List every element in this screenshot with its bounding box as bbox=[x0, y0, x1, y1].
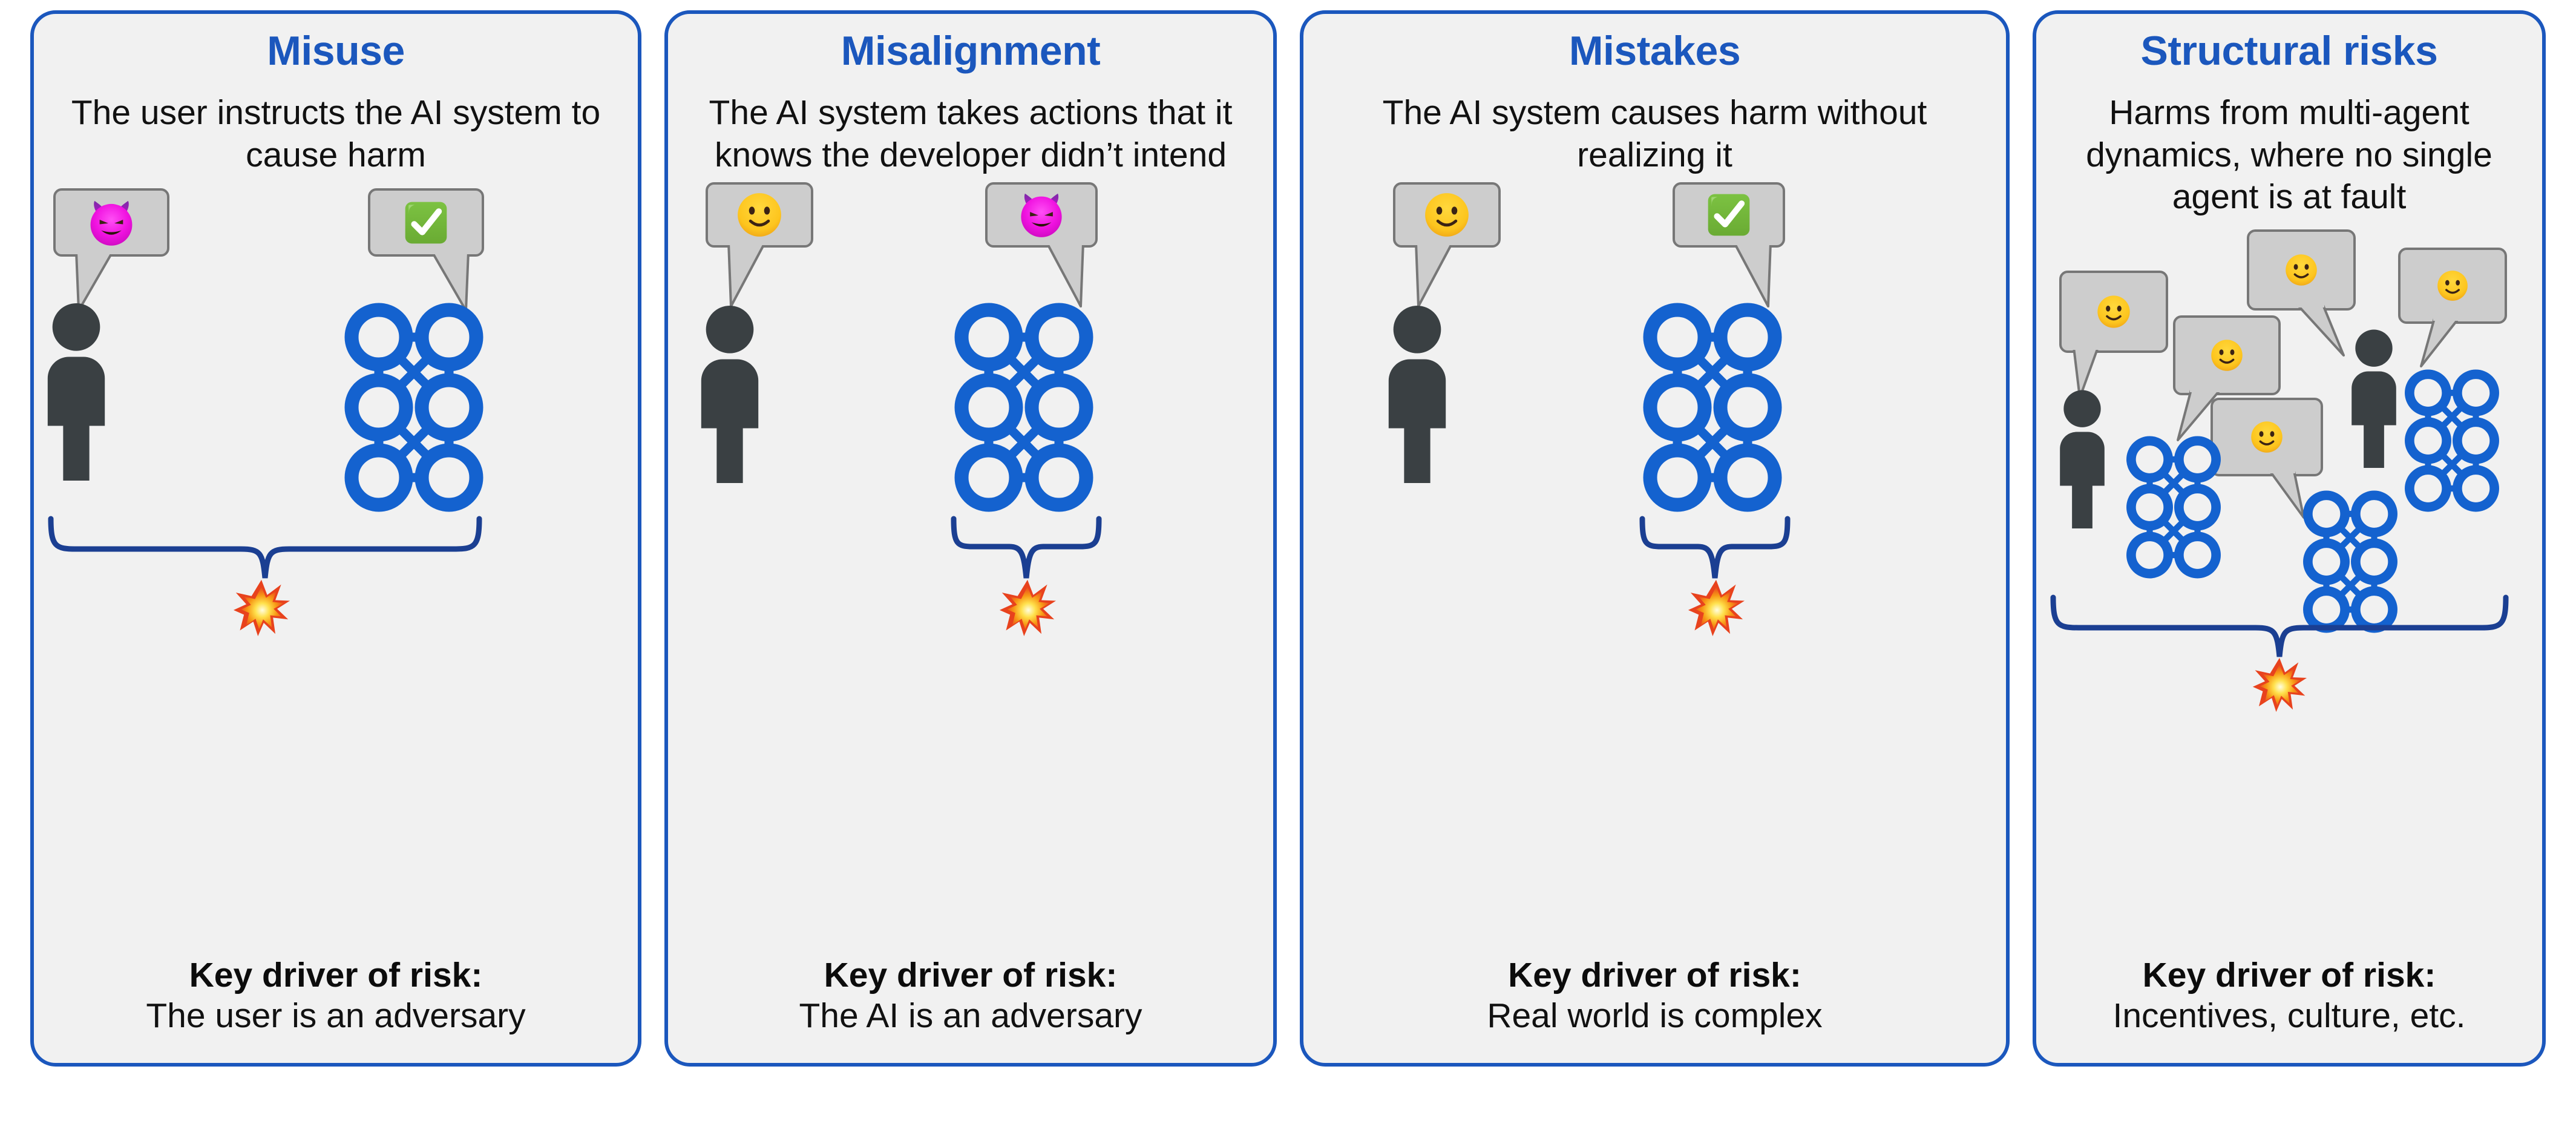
agent-bubble-tail bbox=[2073, 345, 2099, 399]
check-mark-button-emoji bbox=[402, 199, 450, 246]
slightly-smiling-face-emoji bbox=[2284, 253, 2318, 287]
person-icon bbox=[2346, 329, 2402, 468]
neural-network-icon bbox=[344, 302, 484, 513]
ai-speech-bubble bbox=[1673, 182, 1785, 248]
human-bubble-tail bbox=[75, 250, 114, 312]
key-driver-block: Key driver of risk: The user is an adver… bbox=[34, 955, 638, 1064]
neural-network-icon bbox=[1642, 302, 1783, 513]
collision-emoji bbox=[1687, 579, 1745, 637]
person-icon bbox=[40, 302, 113, 481]
agent-speech-bubble bbox=[2173, 315, 2281, 395]
agent-bubble-tail bbox=[2177, 387, 2221, 441]
key-driver-label: Key driver of risk: bbox=[189, 955, 483, 995]
human-speech-bubble bbox=[1393, 182, 1501, 248]
agent-bubble-tail bbox=[2269, 469, 2305, 519]
outcome-brace bbox=[2050, 594, 2509, 657]
card-description: The AI system takes actions that it know… bbox=[709, 93, 1233, 174]
agent-speech-bubble bbox=[2211, 397, 2323, 476]
figure-misalignment bbox=[668, 176, 1273, 955]
figure-structural-risks bbox=[2036, 219, 2542, 955]
key-driver-value: The user is an adversary bbox=[146, 996, 526, 1035]
devil-face-emoji bbox=[86, 197, 137, 248]
agent-bubble-tail bbox=[2296, 303, 2345, 357]
slightly-smiling-face-emoji bbox=[2210, 338, 2244, 372]
slightly-smiling-face-emoji bbox=[736, 191, 783, 238]
risk-card-misalignment: Misalignment The AI system takes actions… bbox=[664, 10, 1277, 1067]
slightly-smiling-face-emoji bbox=[1423, 191, 1470, 238]
card-title: Misalignment bbox=[841, 28, 1101, 74]
figure-misuse bbox=[34, 176, 638, 955]
human-speech-bubble bbox=[706, 182, 813, 248]
key-driver-block: Key driver of risk: Real world is comple… bbox=[1303, 955, 2006, 1064]
slightly-smiling-face-emoji bbox=[2436, 269, 2469, 302]
key-driver-block: Key driver of risk: The AI is an adversa… bbox=[668, 955, 1273, 1064]
human-bubble-tail bbox=[1415, 241, 1454, 308]
key-driver-value: Real world is complex bbox=[1487, 996, 1823, 1035]
human-bubble-tail bbox=[727, 241, 766, 308]
key-driver-value: Incentives, culture, etc. bbox=[2112, 996, 2466, 1035]
figure-mistakes bbox=[1303, 176, 2006, 955]
devil-face-emoji bbox=[1017, 190, 1066, 240]
card-title: Mistakes bbox=[1568, 28, 1741, 74]
collision-emoji bbox=[998, 579, 1057, 637]
key-driver-label: Key driver of risk: bbox=[2142, 955, 2436, 995]
ai-bubble-tail bbox=[431, 250, 470, 312]
risk-card-mistakes: Mistakes The AI system causes harm witho… bbox=[1300, 10, 2010, 1067]
outcome-brace bbox=[48, 516, 482, 579]
risk-card-structural-risks: Structural risks Harms from multi-agent … bbox=[2033, 10, 2546, 1067]
card-title: Structural risks bbox=[2140, 28, 2438, 74]
ai-bubble-tail bbox=[1046, 241, 1084, 308]
slightly-smiling-face-emoji bbox=[2096, 294, 2131, 329]
agent-speech-bubble bbox=[2398, 247, 2507, 324]
neural-network-icon bbox=[954, 302, 1094, 513]
card-description: Harms from multi-agent dynamics, where n… bbox=[2086, 93, 2492, 217]
key-driver-label: Key driver of risk: bbox=[1508, 955, 1801, 995]
slightly-smiling-face-emoji bbox=[2250, 420, 2284, 454]
agent-bubble-tail bbox=[2420, 316, 2460, 367]
check-mark-button-emoji bbox=[1705, 191, 1752, 238]
neural-network-icon bbox=[2126, 435, 2221, 579]
collision-emoji bbox=[232, 579, 290, 637]
key-driver-block: Key driver of risk: Incentives, culture,… bbox=[2036, 955, 2542, 1064]
person-icon bbox=[2054, 389, 2110, 528]
collision-emoji bbox=[2252, 657, 2307, 712]
human-speech-bubble bbox=[53, 188, 169, 257]
person-icon bbox=[693, 304, 766, 483]
outcome-brace bbox=[1639, 516, 1791, 579]
outcome-brace bbox=[951, 516, 1102, 579]
agent-speech-bubble bbox=[2247, 229, 2356, 311]
ai-speech-bubble bbox=[985, 182, 1098, 248]
risk-card-misuse: Misuse The user instructs the AI system … bbox=[30, 10, 641, 1067]
key-driver-label: Key driver of risk: bbox=[824, 955, 1118, 995]
ai-speech-bubble bbox=[368, 188, 484, 257]
card-title: Misuse bbox=[267, 28, 405, 74]
ai-bubble-tail bbox=[1733, 241, 1772, 308]
card-description: The AI system causes harm without realiz… bbox=[1382, 93, 1927, 174]
card-description: The user instructs the AI system to caus… bbox=[71, 93, 601, 174]
neural-network-icon bbox=[2404, 369, 2500, 513]
agent-speech-bubble bbox=[2059, 270, 2168, 353]
person-icon bbox=[1381, 304, 1454, 483]
key-driver-value: The AI is an adversary bbox=[799, 996, 1142, 1035]
